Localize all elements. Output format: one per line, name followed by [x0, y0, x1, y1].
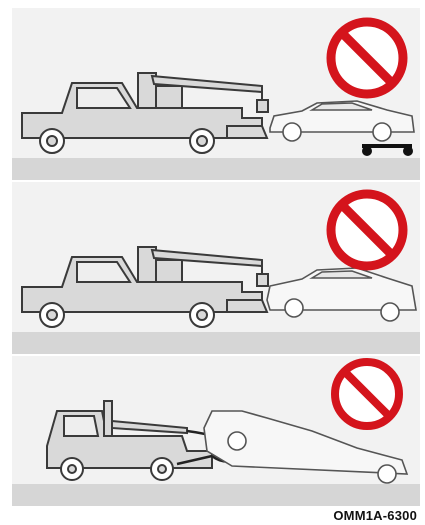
- car-icon: [267, 268, 416, 321]
- figure-code: OMM1A-6300: [333, 508, 417, 523]
- tow-truck-icon: [22, 247, 268, 327]
- panel-1-scene: [12, 8, 420, 180]
- panel-wheel-lift-with-dollies: [12, 8, 420, 180]
- prohibition-icon: [331, 194, 403, 266]
- panel-2-scene: [12, 182, 420, 354]
- panel-3-scene: [12, 356, 420, 506]
- car-icon: [270, 101, 414, 141]
- ground: [12, 332, 420, 354]
- tow-truck-icon: [47, 401, 212, 480]
- prohibition-icon: [331, 22, 403, 94]
- wheel-dolly-icon: [362, 144, 413, 156]
- panel-sling-tow: [12, 356, 420, 506]
- prohibition-icon: [335, 362, 399, 426]
- ground: [12, 484, 420, 506]
- tow-truck-icon: [22, 73, 268, 153]
- ground: [12, 158, 420, 180]
- panel-wheel-lift-wheels-on-ground: [12, 182, 420, 354]
